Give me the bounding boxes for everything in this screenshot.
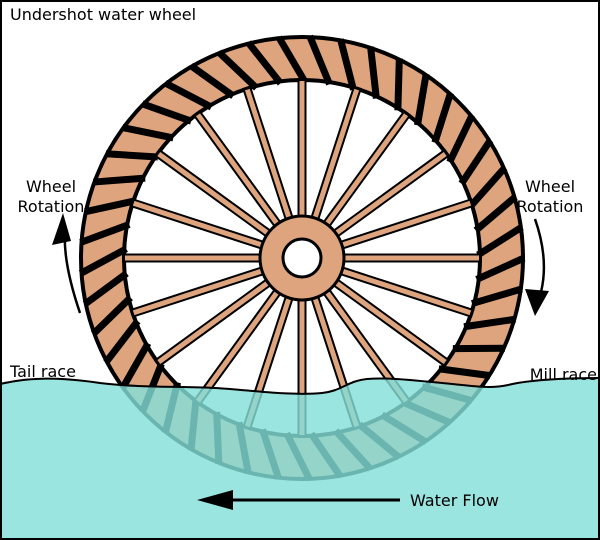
axle-hole bbox=[281, 237, 323, 279]
wheel-rotation-left-label-line1: Wheel bbox=[26, 177, 76, 196]
paddle bbox=[394, 58, 403, 111]
wheel-rotation-right-label-line1: Wheel bbox=[525, 177, 575, 196]
spoke bbox=[327, 200, 472, 252]
tail-race-label: Tail race bbox=[9, 362, 76, 381]
waterline bbox=[0, 377, 600, 395]
paddle bbox=[105, 150, 159, 161]
paddle bbox=[463, 315, 516, 331]
paddle bbox=[476, 224, 524, 258]
rotation-arrow-down-icon bbox=[525, 218, 549, 316]
paddle bbox=[245, 40, 284, 86]
diagram-title: Undershot water wheel bbox=[10, 5, 196, 24]
paddle bbox=[471, 285, 523, 307]
paddle bbox=[188, 62, 236, 99]
spoke bbox=[316, 113, 409, 237]
spoke bbox=[308, 88, 360, 233]
spoke bbox=[323, 272, 447, 365]
spoke bbox=[195, 279, 288, 403]
water-flow-arrow-left-icon bbox=[197, 490, 400, 510]
paddle bbox=[119, 341, 152, 391]
spoke bbox=[244, 88, 296, 233]
spoke bbox=[157, 272, 281, 365]
paddle bbox=[475, 254, 526, 283]
paddle bbox=[367, 46, 380, 99]
spoke bbox=[327, 264, 472, 316]
water-body bbox=[0, 378, 600, 540]
paddle bbox=[431, 91, 454, 144]
paddle bbox=[414, 73, 430, 126]
paddle bbox=[473, 194, 518, 234]
paddle bbox=[82, 270, 129, 307]
paddle bbox=[84, 197, 137, 216]
mill-race-label: Mill race bbox=[530, 365, 597, 384]
paddle bbox=[93, 174, 146, 186]
spoke bbox=[195, 113, 288, 237]
paddle bbox=[90, 295, 133, 337]
wheel-rotation-left-label-line2: Rotation bbox=[18, 197, 85, 216]
paddle bbox=[78, 245, 128, 277]
spoke bbox=[132, 264, 277, 316]
paddle bbox=[337, 38, 357, 91]
spoke bbox=[157, 151, 281, 244]
paddle bbox=[458, 138, 494, 186]
paddle bbox=[216, 49, 259, 91]
spoke bbox=[132, 200, 277, 252]
paddle bbox=[275, 35, 309, 84]
paddle bbox=[141, 100, 193, 125]
paddle bbox=[163, 79, 213, 111]
wheel-rotation-right-label-line2: Rotation bbox=[517, 197, 584, 216]
paddle bbox=[121, 124, 174, 142]
rotation-arrow-up-icon bbox=[52, 213, 82, 314]
paddle bbox=[438, 365, 491, 380]
paddle bbox=[446, 113, 476, 164]
paddle bbox=[306, 34, 333, 86]
paddle bbox=[79, 221, 131, 246]
water-flow-label: Water Flow bbox=[410, 491, 499, 510]
spoke bbox=[323, 151, 447, 244]
paddle bbox=[467, 165, 508, 209]
paddle bbox=[103, 318, 141, 365]
